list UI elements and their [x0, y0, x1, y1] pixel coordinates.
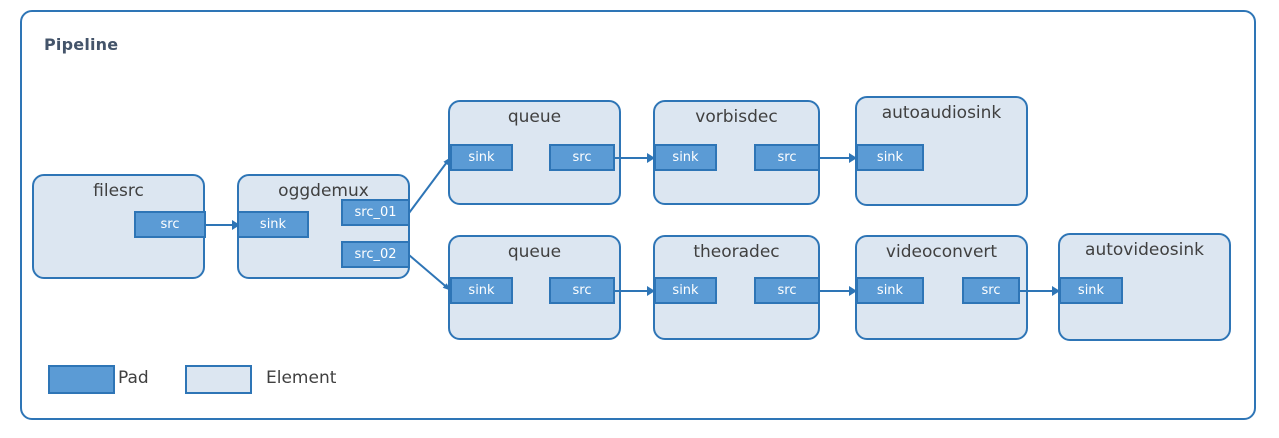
pad-oggdemux-sink[interactable]: sink: [237, 211, 309, 238]
connector-videoconvert-src-to-autovideosink-sink: [1019, 286, 1060, 296]
pad-theoradec-sink[interactable]: sink: [654, 277, 717, 304]
pad-videoconvert-sink-label: sink: [876, 283, 904, 298]
pad-theoradec-src-label: src: [777, 283, 797, 298]
element-queue-audio-label: queue: [507, 107, 562, 127]
pad-queue-video-sink-label: sink: [468, 283, 495, 298]
element-autovideosink-label: autovideosink: [1085, 240, 1204, 260]
element-autoaudiosink-label: autoaudiosink: [881, 103, 1002, 123]
pad-queue-video-sink[interactable]: sink: [450, 277, 513, 304]
connector-queue-audio-src-to-vorbisdec-sink: [614, 153, 655, 163]
pad-oggdemux-sink-label: sink: [259, 217, 287, 232]
pad-videoconvert-sink[interactable]: sink: [856, 277, 924, 304]
pad-queue-audio-src-label: src: [572, 150, 592, 165]
pad-theoradec-src[interactable]: src: [754, 277, 820, 304]
legend-swatch-element: [185, 365, 252, 394]
pad-videoconvert-src-label: src: [981, 283, 1001, 298]
pad-autovideosink-sink[interactable]: sink: [1059, 277, 1123, 304]
pad-autoaudiosink-sink-label: sink: [876, 150, 904, 165]
element-theoradec-label: theoradec: [693, 242, 780, 262]
pad-oggdemux-src-02-label: src_02: [354, 247, 397, 262]
pad-vorbisdec-src-label: src: [777, 150, 797, 165]
connector-filesrc-src-to-oggdemux-sink: [205, 220, 240, 230]
connector-vorbisdec-src-to-autoaudiosink-sink: [818, 153, 857, 163]
legend-label-element: Element: [266, 368, 337, 388]
pad-queue-audio-sink[interactable]: sink: [450, 144, 513, 171]
element-queue-video-label: queue: [507, 242, 562, 262]
pad-vorbisdec-src[interactable]: src: [754, 144, 820, 171]
pad-queue-audio-sink-label: sink: [468, 150, 495, 165]
pad-videoconvert-src[interactable]: src: [962, 277, 1020, 304]
pad-autoaudiosink-sink[interactable]: sink: [856, 144, 924, 171]
element-oggdemux-label: oggdemux: [278, 181, 369, 201]
connector-theoradec-src-to-videoconvert-sink: [818, 286, 857, 296]
element-filesrc-label: filesrc: [93, 181, 144, 201]
pad-vorbisdec-sink[interactable]: sink: [654, 144, 717, 171]
pad-queue-video-src-label: src: [572, 283, 592, 298]
pad-queue-video-src[interactable]: src: [549, 277, 615, 304]
pipeline-title: Pipeline: [44, 35, 119, 54]
pad-theoradec-sink-label: sink: [672, 283, 699, 298]
pad-filesrc-src[interactable]: src: [134, 211, 206, 238]
legend-label-pad: Pad: [118, 368, 149, 388]
pad-vorbisdec-sink-label: sink: [672, 150, 699, 165]
pad-oggdemux-src-01-label: src_01: [354, 205, 397, 220]
pipeline-container: [20, 10, 1256, 420]
pad-oggdemux-src-02[interactable]: src_02: [341, 241, 410, 268]
connector-queue-video-src-to-theoradec-sink: [614, 286, 655, 296]
pad-oggdemux-src-01[interactable]: src_01: [341, 199, 410, 226]
pad-queue-audio-src[interactable]: src: [549, 144, 615, 171]
element-videoconvert-label: videoconvert: [885, 242, 998, 262]
pad-autovideosink-sink-label: sink: [1077, 283, 1105, 298]
legend-swatch-pad: [48, 365, 115, 394]
pad-filesrc-src-label: src: [160, 217, 180, 232]
element-vorbisdec-label: vorbisdec: [695, 107, 778, 127]
